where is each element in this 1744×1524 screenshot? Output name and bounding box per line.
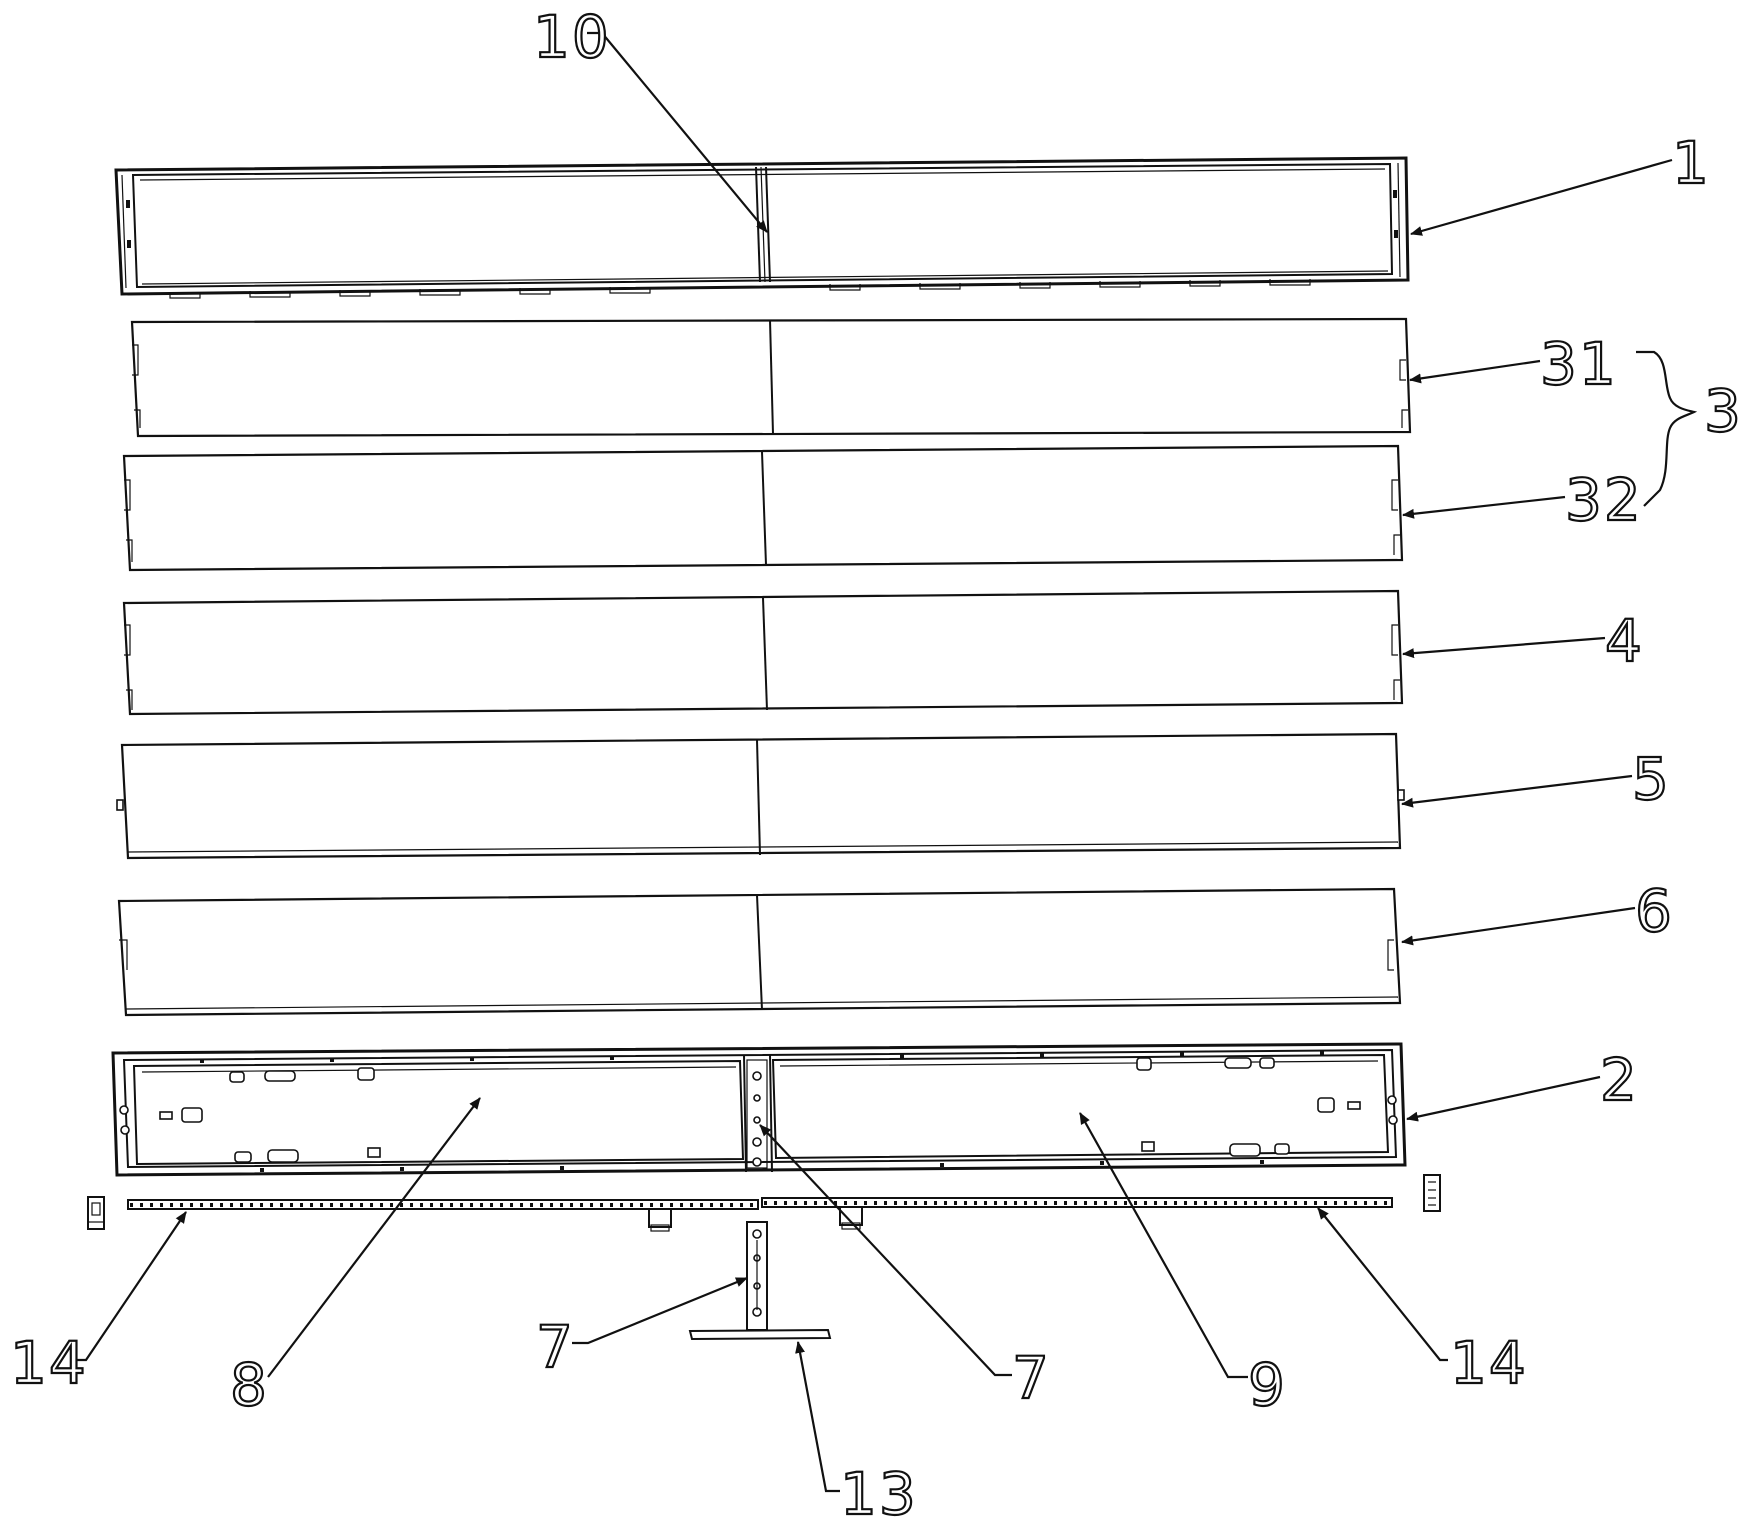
label-7-lower: 7 [536, 1313, 575, 1381]
label-3: 3 [1704, 377, 1743, 445]
part-2-bottom-frame [111, 1042, 1407, 1177]
label-14-right: 14 [1450, 1329, 1528, 1397]
label-8: 8 [230, 1351, 269, 1419]
label-10: 10 [533, 3, 611, 71]
end-bracket-right [1423, 1174, 1441, 1212]
label-2: 2 [1600, 1046, 1639, 1114]
brace-3 [1636, 350, 1698, 507]
label-6: 6 [1635, 877, 1674, 945]
label-13: 13 [840, 1460, 918, 1524]
part-13-base-plate [688, 1328, 832, 1341]
label-32: 32 [1565, 466, 1643, 534]
label-4: 4 [1605, 607, 1644, 675]
callout-labels: 10 1 31 3 32 4 5 6 2 14 14 8 9 7 7 13 [9, 2, 1743, 1524]
part-31-sheet [130, 317, 1412, 438]
label-9: 9 [1248, 1351, 1287, 1419]
part-14-light-bar-left [127, 1199, 759, 1232]
label-31: 31 [1540, 330, 1618, 398]
label-14-left: 14 [10, 1329, 88, 1397]
leader-lines [75, 31, 1673, 1493]
end-bracket-left [87, 1196, 105, 1230]
label-1: 1 [1672, 129, 1711, 197]
part-5-sheet [116, 732, 1405, 860]
label-7-upper: 7 [1012, 1344, 1051, 1412]
label-5: 5 [1632, 745, 1671, 813]
part-1-top-frame [114, 156, 1410, 299]
part-7-connector-bracket [746, 1221, 768, 1331]
part-4-sheet [122, 589, 1404, 716]
part-32-sheet [122, 444, 1404, 572]
part-6-sheet [117, 887, 1402, 1017]
part-14-light-bar-right [761, 1197, 1393, 1230]
